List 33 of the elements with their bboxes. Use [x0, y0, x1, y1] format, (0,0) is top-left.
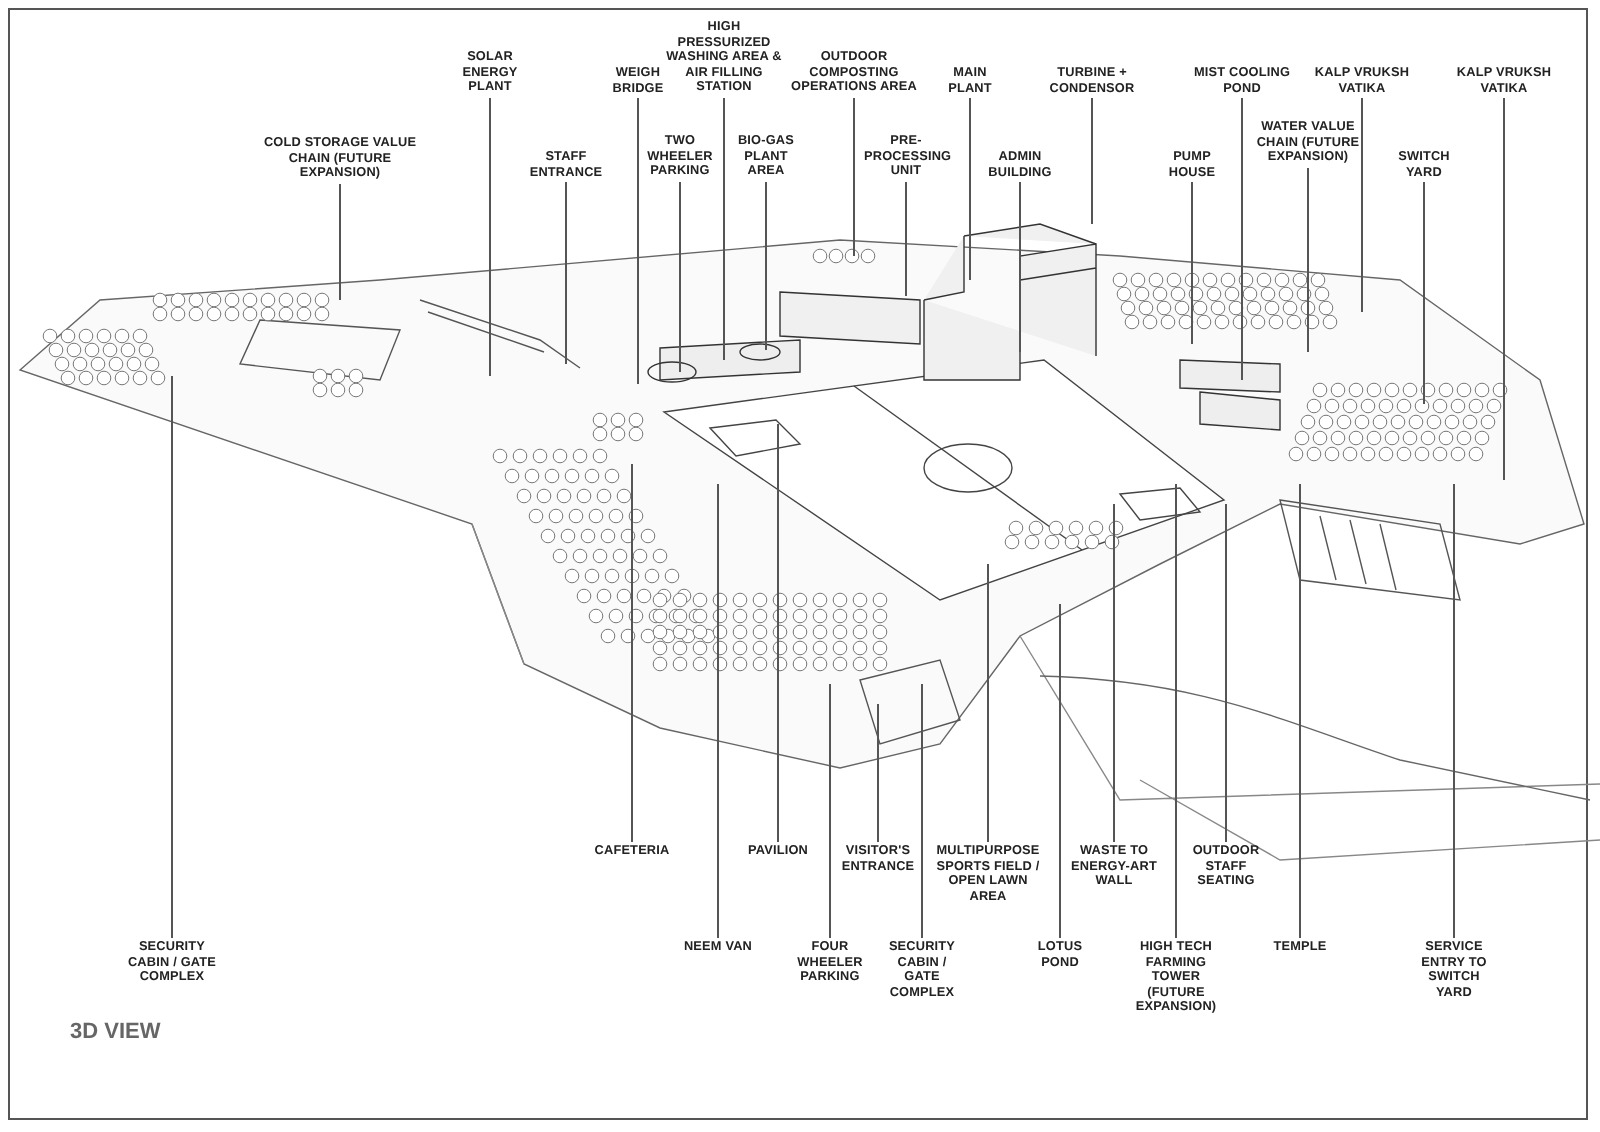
leader-line: [905, 181, 907, 297]
leader-line: [1299, 483, 1301, 939]
leader-line: [1175, 483, 1177, 939]
leader-line: [1059, 603, 1061, 939]
leader-line: [777, 423, 779, 843]
leader-line: [969, 97, 971, 281]
leader-line: [679, 181, 681, 373]
leader-line: [921, 683, 923, 939]
leader-line: [765, 181, 767, 351]
leader-line: [565, 181, 567, 365]
leader-line: [717, 483, 719, 939]
leader-line: [1423, 181, 1425, 405]
leader-line: [1241, 97, 1243, 381]
leader-line: [1091, 97, 1093, 225]
leader-line: [1191, 181, 1193, 345]
leader-line: [853, 97, 855, 257]
leader-line: [1453, 483, 1455, 939]
leader-line: [339, 183, 341, 301]
leader-line: [1225, 503, 1227, 843]
view-title: 3D VIEW: [70, 1020, 161, 1044]
leader-line: [1503, 97, 1505, 481]
leader-line: [1113, 503, 1115, 843]
leader-line: [171, 375, 173, 939]
leader-line: [987, 563, 989, 843]
leader-line: [489, 97, 491, 377]
leader-line: [723, 97, 725, 361]
leader-line: [637, 97, 639, 385]
leader-line: [829, 683, 831, 939]
leader-line: [1307, 167, 1309, 353]
leader-line: [1019, 181, 1021, 353]
leader-line: [1361, 97, 1363, 313]
leader-line: [631, 463, 633, 843]
leader-line: [877, 703, 879, 843]
